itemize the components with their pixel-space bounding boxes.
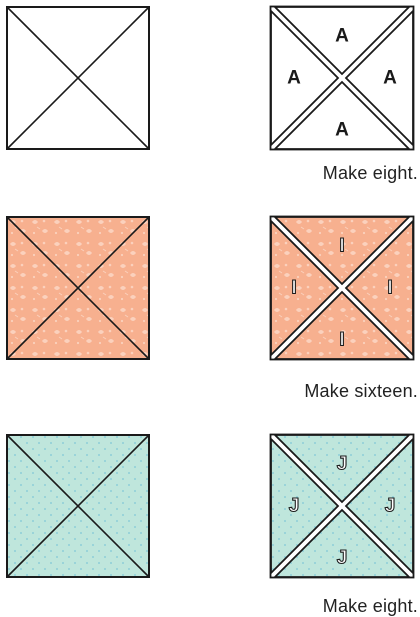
triangle-label-right: J	[385, 496, 396, 517]
uncut-square-aqua	[6, 434, 150, 578]
quarter-triangle-diagram: I I I I	[270, 216, 414, 360]
triangle-label-right: A	[383, 68, 397, 89]
cut-quarter-triangles-peach: I I I I	[270, 216, 414, 360]
square-x-diagram	[6, 6, 150, 150]
cut-quarter-triangles-white: A A A A	[270, 6, 414, 150]
triangle-label-left: I	[291, 278, 296, 299]
triangle-label-right: I	[387, 278, 392, 299]
caption-make-sixteen: Make sixteen.	[250, 381, 418, 402]
square-x-diagram	[6, 434, 150, 578]
triangle-label-bottom: A	[335, 120, 349, 141]
triangle-label-bottom: I	[339, 330, 344, 351]
triangle-label-top: A	[335, 26, 349, 47]
triangle-label-top: I	[339, 236, 344, 257]
triangle-label-left: A	[287, 68, 301, 89]
square-x-diagram	[6, 216, 150, 360]
triangle-label-top: J	[337, 454, 348, 475]
caption-make-eight: Make eight.	[250, 596, 418, 617]
triangle-label-bottom: J	[337, 548, 348, 569]
uncut-square-peach	[6, 216, 150, 360]
quarter-triangle-diagram: J J J J	[270, 434, 414, 578]
cut-quarter-triangles-aqua: J J J J	[270, 434, 414, 578]
quarter-triangle-diagram: A A A A	[270, 6, 414, 150]
triangle-label-left: J	[289, 496, 300, 517]
uncut-square-white	[6, 6, 150, 150]
caption-make-eight: Make eight.	[250, 163, 418, 184]
